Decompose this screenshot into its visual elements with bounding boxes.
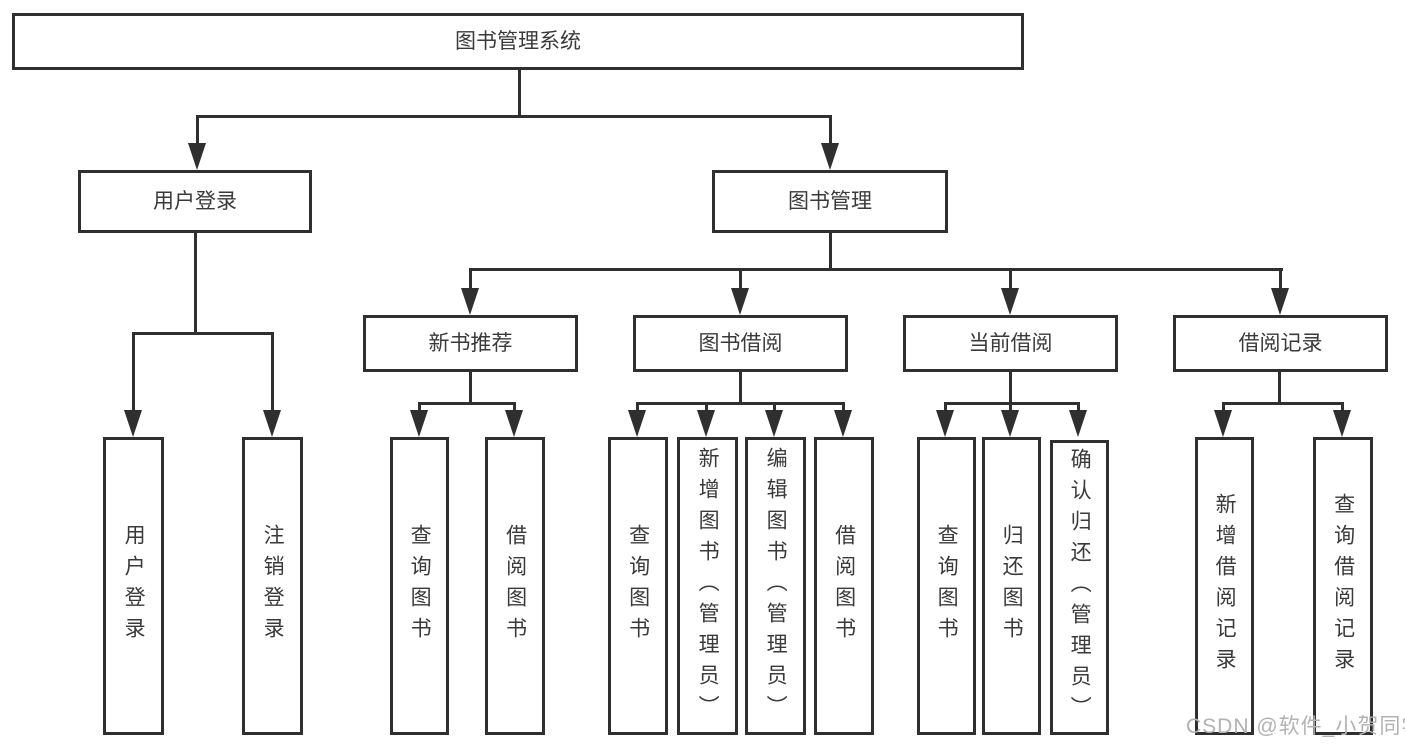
arrowhead-current-borrow [1001, 288, 1019, 315]
leaf-logout: 注销登录 [242, 437, 303, 735]
arrowhead-book-management [821, 143, 839, 170]
arrowhead-recommend-borrow [505, 410, 523, 437]
arrowhead-records-add [1214, 410, 1232, 437]
arrowhead-recommend-query [410, 410, 428, 437]
connector-bookmgmt-stem [829, 233, 832, 271]
connector-borrow-drop-2 [705, 402, 708, 414]
leaf-recommend-borrow-books: 借阅图书 [485, 437, 545, 735]
connector-records-drop-2 [1341, 402, 1344, 414]
arrowhead-new-book-recommend [461, 288, 479, 315]
leaf-current-confirm-return-admin: 确认归还（管理员） [1050, 440, 1109, 735]
leaf-borrow-edit-books-admin: 编辑图书（管理员） [745, 437, 806, 735]
leaf-borrow-borrow-books: 借阅图书 [814, 437, 874, 735]
connector-borrow-drop-3 [773, 402, 776, 414]
connector-userlogin-rail [132, 332, 274, 335]
connector-root-drop-left [196, 115, 199, 145]
connector-recommend-stem [469, 372, 472, 405]
node-new-book-recommend: 新书推荐 [363, 315, 578, 372]
arrowhead-borrow-query [628, 410, 646, 437]
connector-bookmgmt-drop-4 [1279, 268, 1282, 290]
connector-current-rail [944, 402, 1080, 405]
arrowhead-borrow-borrow [834, 410, 852, 437]
leaf-borrow-query-books: 查询图书 [608, 437, 668, 735]
arrowhead-borrow-records [1271, 288, 1289, 315]
arrowhead-book-borrow [731, 288, 749, 315]
arrowhead-login-leaf [124, 410, 142, 437]
connector-borrow-drop-1 [636, 402, 639, 414]
connector-userlogin-stem [194, 233, 197, 335]
arrowhead-current-return [1001, 410, 1019, 437]
leaf-current-return-books: 归还图书 [982, 437, 1041, 735]
node-library-management-system: 图书管理系统 [12, 13, 1024, 70]
connector-bookmgmt-drop-3 [1009, 268, 1012, 290]
connector-current-stem [1009, 372, 1012, 405]
node-user-login: 用户登录 [78, 170, 312, 233]
node-book-borrow: 图书借阅 [633, 315, 848, 372]
leaf-records-query-record: 查询借阅记录 [1313, 437, 1373, 735]
connector-current-drop-3 [1077, 402, 1080, 414]
node-borrow-records: 借阅记录 [1173, 315, 1388, 372]
connector-recommend-rail [418, 402, 516, 405]
connector-records-stem [1278, 372, 1281, 405]
connector-borrow-drop-4 [842, 402, 845, 414]
arrowhead-logout-leaf [263, 410, 281, 437]
leaf-user-login: 用户登录 [103, 437, 164, 735]
arrowhead-current-query [936, 410, 954, 437]
connector-root-stem [518, 70, 521, 117]
connector-current-drop-1 [944, 402, 947, 414]
connector-bookmgmt-drop-2 [739, 268, 742, 290]
connector-borrow-stem [739, 372, 742, 405]
leaf-recommend-query-books: 查询图书 [390, 437, 449, 735]
arrowhead-records-query [1333, 410, 1351, 437]
csdn-watermark: CSDN @软件_小贺同学 [1186, 715, 1405, 738]
connector-records-drop-1 [1222, 402, 1225, 414]
connector-root-rail [196, 115, 832, 118]
connector-current-drop-2 [1009, 402, 1012, 414]
arrowhead-borrow-add [697, 410, 715, 437]
connector-userlogin-drop-2 [271, 332, 274, 412]
connector-records-rail [1222, 402, 1344, 405]
connector-root-drop-right [829, 115, 832, 145]
arrowhead-borrow-edit [765, 410, 783, 437]
connector-bookmgmt-rail [469, 268, 1283, 271]
node-book-management: 图书管理 [712, 170, 948, 233]
leaf-borrow-add-books-admin: 新增图书（管理员） [677, 437, 738, 735]
arrowhead-user-login [188, 143, 206, 170]
connector-userlogin-drop-1 [132, 332, 135, 412]
node-current-borrow: 当前借阅 [903, 315, 1118, 372]
connector-borrow-rail [636, 402, 845, 405]
arrowhead-current-confirm [1069, 410, 1087, 437]
leaf-current-query-books: 查询图书 [917, 437, 976, 735]
connector-recommend-drop-1 [418, 402, 421, 414]
connector-recommend-drop-2 [513, 402, 516, 414]
leaf-records-add-record: 新增借阅记录 [1195, 437, 1254, 735]
connector-bookmgmt-drop-1 [469, 268, 472, 290]
